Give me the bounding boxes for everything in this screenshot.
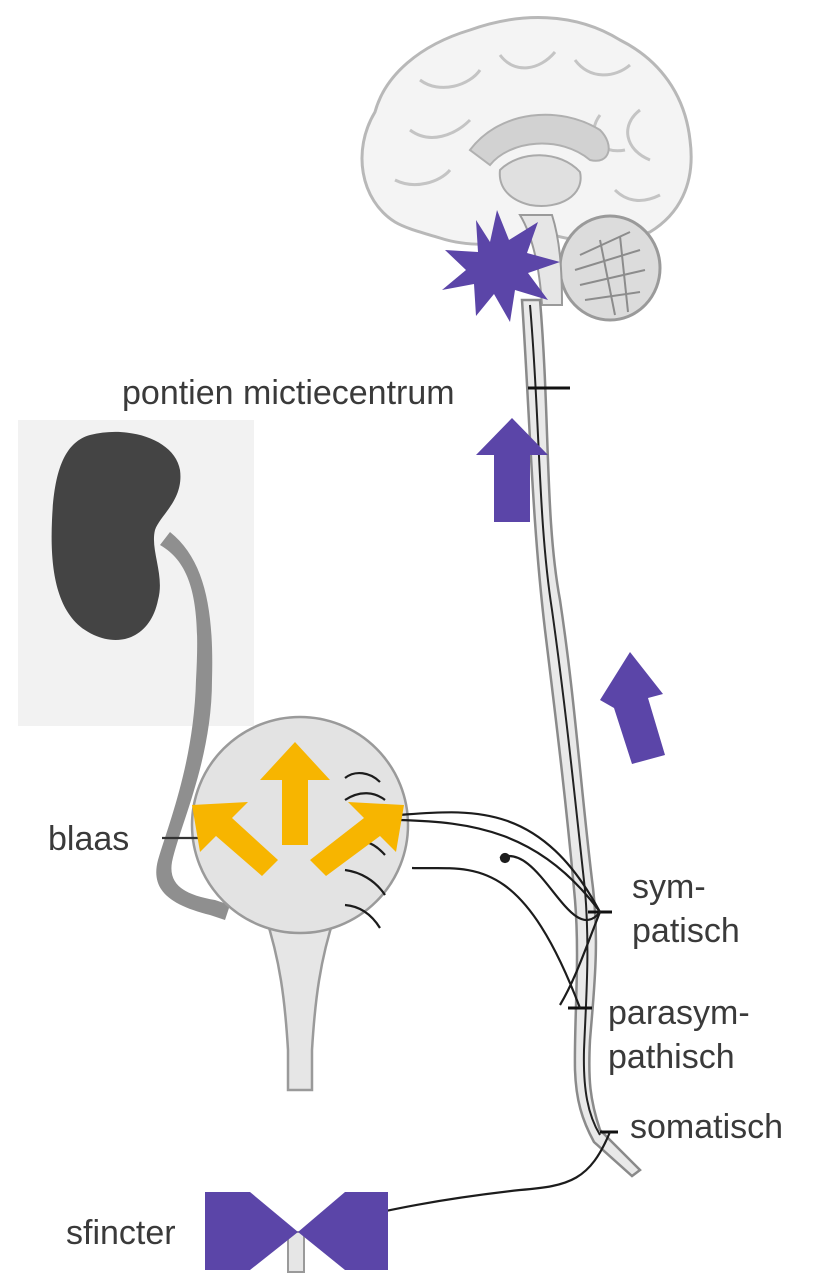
bladder-neck [265, 915, 335, 1090]
sympathetic-label-line1: sym- [632, 868, 706, 906]
somatic-label: somatisch [630, 1108, 783, 1146]
pontine-center-label: pontien mictiecentrum [122, 374, 455, 412]
parasympathetic-label-line1: parasym- [608, 994, 750, 1032]
sympathetic-label-line2: patisch [632, 912, 740, 950]
parasympathetic-label-line2: pathisch [608, 1038, 735, 1076]
parasympathetic-nerve [412, 868, 580, 1008]
cerebellum [560, 216, 660, 320]
arrow-up-right-icon [600, 652, 665, 764]
sphincter-label: sfincter [66, 1214, 176, 1252]
bladder-label: blaas [48, 820, 129, 858]
